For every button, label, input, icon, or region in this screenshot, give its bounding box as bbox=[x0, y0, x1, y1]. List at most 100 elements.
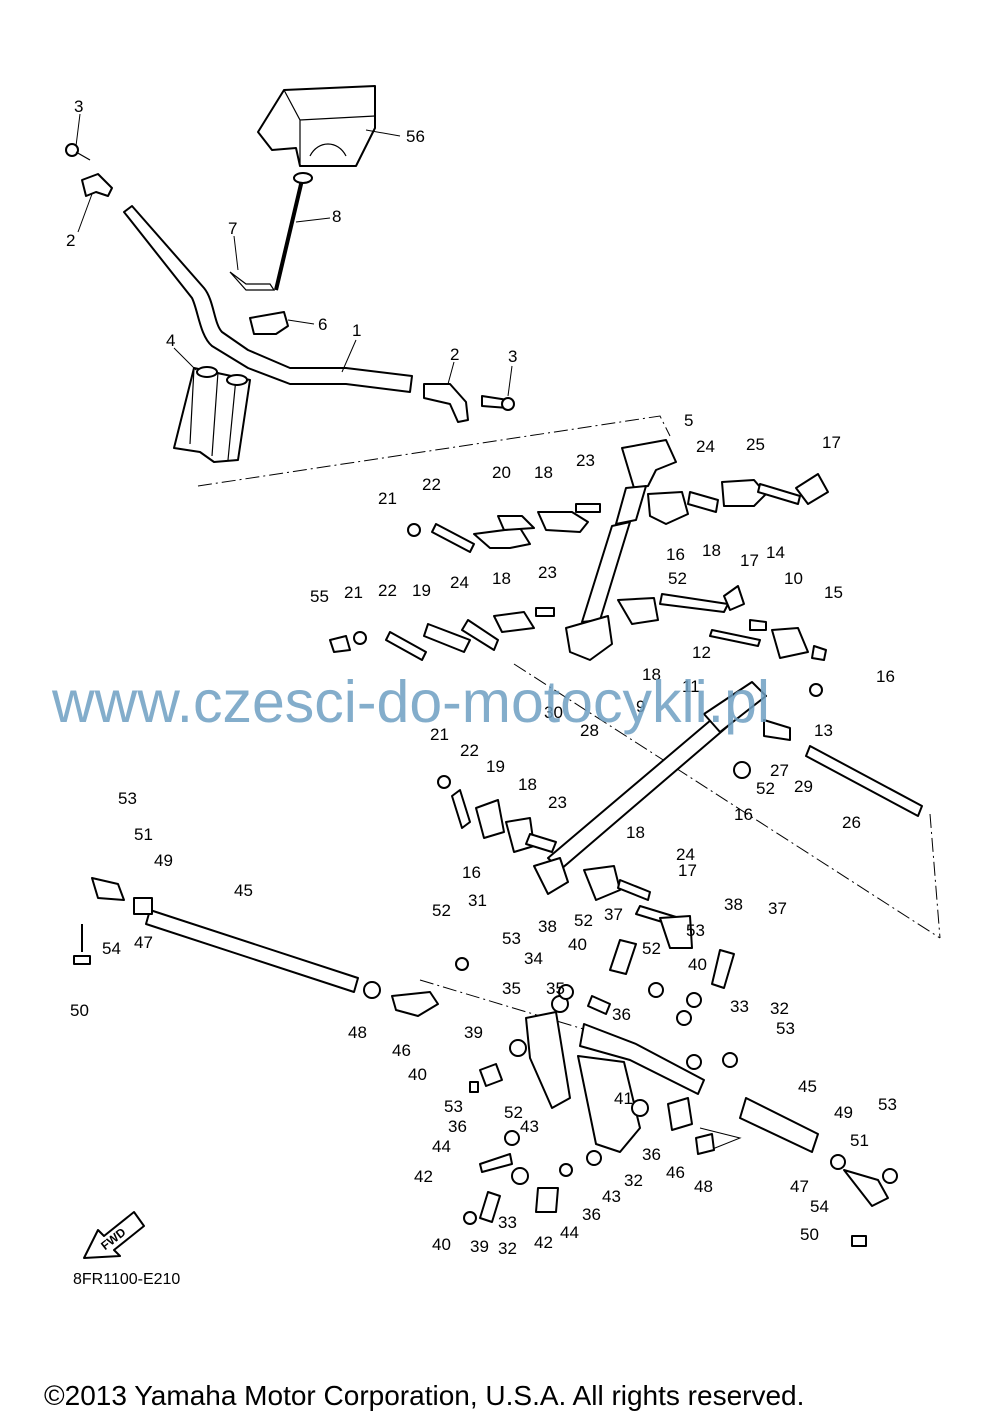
callout-47: 47 bbox=[134, 933, 153, 952]
callout-8: 8 bbox=[332, 207, 341, 226]
callout-1: 1 bbox=[352, 321, 361, 340]
callout-52e: 52 bbox=[642, 939, 661, 958]
callout-18b: 18 bbox=[702, 541, 721, 560]
callout-53d: 53 bbox=[776, 1019, 795, 1038]
callout-34: 34 bbox=[524, 949, 543, 968]
callout-18: 18 bbox=[534, 463, 553, 482]
callout-35: 35 bbox=[502, 979, 521, 998]
callout-2b: 2 bbox=[450, 345, 459, 364]
callout-3: 3 bbox=[74, 97, 83, 116]
callout-19: 19 bbox=[412, 581, 431, 600]
callout-47b: 47 bbox=[790, 1177, 809, 1196]
callout-40d: 40 bbox=[432, 1235, 451, 1254]
upper-linkage bbox=[407, 473, 829, 553]
callout-52f: 52 bbox=[504, 1103, 523, 1122]
pitman-arms bbox=[455, 939, 738, 1225]
callout-51b: 51 bbox=[850, 1131, 869, 1150]
callout-21b: 21 bbox=[344, 583, 363, 602]
callout-31: 31 bbox=[468, 891, 487, 910]
callout-24: 24 bbox=[696, 437, 715, 456]
callout-44b: 44 bbox=[560, 1223, 579, 1242]
callout-9: 9 bbox=[636, 697, 645, 716]
callout-32b: 32 bbox=[624, 1171, 643, 1190]
callout-45: 45 bbox=[234, 881, 253, 900]
callout-39b: 39 bbox=[470, 1237, 489, 1256]
diagram-code: 8FR1100-E210 bbox=[73, 1271, 181, 1288]
callout-43b: 43 bbox=[602, 1187, 621, 1206]
callout-23c: 23 bbox=[548, 793, 567, 812]
callout-12: 12 bbox=[692, 643, 711, 662]
callout-40: 40 bbox=[568, 935, 587, 954]
callout-17: 17 bbox=[822, 433, 841, 452]
callout-19b: 19 bbox=[486, 757, 505, 776]
callout-15: 15 bbox=[824, 583, 843, 602]
callout-16: 16 bbox=[666, 545, 685, 564]
callout-33b: 33 bbox=[498, 1213, 517, 1232]
handle-assembly bbox=[65, 85, 515, 463]
callout-27: 27 bbox=[770, 761, 789, 780]
callout-54: 54 bbox=[102, 939, 121, 958]
callout-22b: 22 bbox=[378, 581, 397, 600]
callout-49: 49 bbox=[154, 851, 173, 870]
callout-45b: 45 bbox=[798, 1077, 817, 1096]
callout-53b: 53 bbox=[502, 929, 521, 948]
callout-30: 30 bbox=[544, 703, 563, 722]
callout-24c: 24 bbox=[676, 845, 695, 864]
callout-36c: 36 bbox=[642, 1145, 661, 1164]
callout-11: 11 bbox=[682, 677, 700, 696]
callout-48b: 48 bbox=[694, 1177, 713, 1196]
callout-36d: 36 bbox=[582, 1205, 601, 1224]
callout-42b: 42 bbox=[534, 1233, 553, 1252]
callout-10: 10 bbox=[784, 569, 803, 588]
callout-5: 5 bbox=[684, 411, 693, 430]
callout-35b: 35 bbox=[546, 979, 565, 998]
callout-54b: 54 bbox=[810, 1197, 829, 1216]
callout-24b: 24 bbox=[450, 573, 469, 592]
callout-43: 43 bbox=[520, 1117, 539, 1136]
callout-4: 4 bbox=[166, 331, 175, 350]
callout-22: 22 bbox=[422, 475, 441, 494]
callout-51: 51 bbox=[134, 825, 153, 844]
callout-18e: 18 bbox=[518, 775, 537, 794]
callout-7: 7 bbox=[228, 219, 237, 238]
callout-39: 39 bbox=[464, 1023, 483, 1042]
callout-53e: 53 bbox=[444, 1097, 463, 1116]
callout-17b: 17 bbox=[740, 551, 759, 570]
callout-16d: 16 bbox=[462, 863, 481, 882]
callout-40c: 40 bbox=[408, 1065, 427, 1084]
callout-52d: 52 bbox=[574, 911, 593, 930]
callout-14: 14 bbox=[766, 543, 785, 562]
callout-36: 36 bbox=[612, 1005, 631, 1024]
callout-42: 42 bbox=[414, 1167, 433, 1186]
callout-21: 21 bbox=[378, 489, 397, 508]
callout-52: 52 bbox=[668, 569, 687, 588]
callout-37b: 37 bbox=[768, 899, 787, 918]
callout-48: 48 bbox=[348, 1023, 367, 1042]
callout-18f: 18 bbox=[626, 823, 645, 842]
callout-38: 38 bbox=[538, 917, 557, 936]
callout-38b: 38 bbox=[724, 895, 743, 914]
callout-46b: 46 bbox=[666, 1163, 685, 1182]
callout-50b: 50 bbox=[800, 1225, 819, 1244]
callout-46: 46 bbox=[392, 1041, 411, 1060]
steering-column bbox=[565, 439, 677, 661]
callout-6: 6 bbox=[318, 315, 327, 334]
callout-36b: 36 bbox=[448, 1117, 467, 1136]
leader-lines bbox=[75, 113, 513, 397]
callout-50: 50 bbox=[70, 1001, 89, 1020]
callout-2: 2 bbox=[66, 231, 75, 250]
callout-53f: 53 bbox=[878, 1095, 897, 1114]
callout-28: 28 bbox=[580, 721, 599, 740]
callout-44: 44 bbox=[432, 1137, 451, 1156]
callout-numbers: 3 2 56 8 7 6 1 4 2 3 5 24 25 17 21 22 20… bbox=[66, 97, 897, 1258]
callout-29: 29 bbox=[794, 777, 813, 796]
callout-23: 23 bbox=[576, 451, 595, 470]
callout-32: 32 bbox=[770, 999, 789, 1018]
callout-13: 13 bbox=[814, 721, 833, 740]
callout-16c: 16 bbox=[734, 805, 753, 824]
callout-22c: 22 bbox=[460, 741, 479, 760]
callout-53c: 53 bbox=[686, 921, 705, 940]
callout-55: 55 bbox=[310, 587, 329, 606]
callout-18d: 18 bbox=[642, 665, 661, 684]
